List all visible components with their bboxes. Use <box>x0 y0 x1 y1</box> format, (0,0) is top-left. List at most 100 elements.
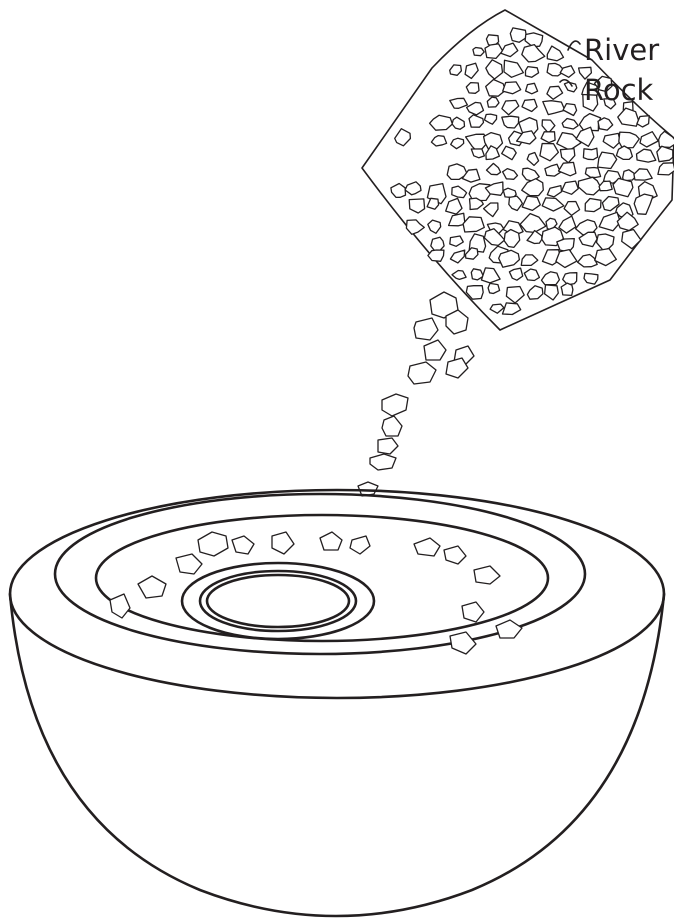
bag-rock <box>637 116 649 127</box>
bag-rock <box>450 236 464 246</box>
bag-rock <box>391 184 406 198</box>
bag-rock <box>428 250 444 261</box>
bag-rock <box>563 104 577 116</box>
bag-rock <box>522 99 537 111</box>
bag-rock <box>465 63 478 78</box>
bag-rock <box>503 303 521 315</box>
bag-rock <box>488 283 500 293</box>
bag-rock <box>563 273 577 285</box>
bag-rock <box>450 250 464 263</box>
bag-rock <box>561 283 573 295</box>
bag-rock <box>481 268 500 283</box>
bag-rock <box>545 164 561 176</box>
bag-rock <box>469 115 484 127</box>
bag-rock <box>657 146 673 162</box>
bag-rock <box>405 182 421 195</box>
bag-rock <box>466 83 479 94</box>
bag-rock <box>637 149 656 162</box>
bag-rock <box>526 67 539 78</box>
bag-rock <box>598 152 617 168</box>
bag-rock <box>484 203 498 217</box>
bag-rock <box>540 144 559 161</box>
bag-rock <box>619 132 640 148</box>
bag-rock <box>503 82 521 94</box>
label-leader-line <box>568 41 580 50</box>
bag-rock <box>597 234 615 250</box>
bag-rock <box>634 169 652 180</box>
bag-rock <box>526 83 538 94</box>
bag-rock <box>466 248 478 259</box>
bag-rock <box>613 178 633 196</box>
bag-rock <box>527 153 538 166</box>
bag-rock <box>487 163 501 174</box>
bag-rock <box>471 149 484 158</box>
bag-rock <box>634 194 653 214</box>
bag-rock <box>467 102 484 115</box>
bag-rock <box>487 97 499 107</box>
bag-rock <box>501 43 518 57</box>
bag-rock <box>521 255 538 266</box>
bag-rock <box>524 269 539 281</box>
river-rock-label: River Rock <box>560 33 659 107</box>
bag-rock <box>658 163 674 175</box>
label-rock: Rock <box>584 73 654 107</box>
bag-rock <box>504 230 520 248</box>
bag-rock <box>520 214 546 233</box>
bag-rock <box>542 272 560 285</box>
bag-rock <box>446 198 462 214</box>
bag-rock <box>509 268 522 280</box>
bag-rock <box>584 273 598 284</box>
bag-rock <box>598 118 613 130</box>
falling-rocks <box>358 292 474 496</box>
bag-rock <box>430 115 453 130</box>
bag-rock <box>502 116 519 128</box>
bag-rock <box>490 304 504 313</box>
bag-rock <box>506 287 524 304</box>
bag-rock <box>503 169 518 180</box>
bag-rock <box>485 44 503 59</box>
bag-rock <box>452 117 464 129</box>
label-river: River <box>584 33 659 67</box>
bag-rock <box>659 131 674 147</box>
bag-rock <box>583 148 597 159</box>
bag-rock <box>504 60 523 77</box>
bag-rock <box>559 162 576 175</box>
bag-rock <box>547 46 563 61</box>
bag-rock <box>562 119 578 130</box>
bag-rock <box>545 285 559 300</box>
bag-rock <box>431 136 446 146</box>
bag-rock <box>560 149 574 163</box>
bag-rock <box>599 181 612 191</box>
bag-rock <box>547 86 563 99</box>
bag-rock <box>409 199 424 213</box>
bag-rock <box>578 177 601 195</box>
bag-rock <box>547 186 561 197</box>
bag-rock <box>543 101 565 115</box>
bag-rock <box>450 65 462 75</box>
bag-rock <box>486 80 506 97</box>
bag-rock <box>451 138 464 149</box>
bag-rock <box>406 220 424 234</box>
bag-rock <box>603 133 620 148</box>
bag-rock <box>428 220 441 233</box>
bag-rock <box>556 250 577 268</box>
bag-rock <box>473 48 484 56</box>
bag-rock <box>463 217 484 232</box>
bag-rock <box>486 60 503 79</box>
bag-rock <box>485 114 497 124</box>
bag-rock <box>502 146 517 159</box>
bag-rock-pile <box>391 28 674 315</box>
bag-rock <box>427 198 439 209</box>
bag-rock <box>522 196 540 210</box>
bag-rock <box>622 230 641 249</box>
bag-rock <box>527 286 543 299</box>
bag-rock <box>522 45 545 62</box>
bag-rock <box>595 249 617 266</box>
bag-rock <box>450 98 468 108</box>
bag-rock <box>542 198 564 211</box>
bag-rock <box>585 168 600 178</box>
bag-rock <box>395 129 411 146</box>
bag-rock <box>640 132 658 147</box>
bag-rock <box>564 202 580 216</box>
